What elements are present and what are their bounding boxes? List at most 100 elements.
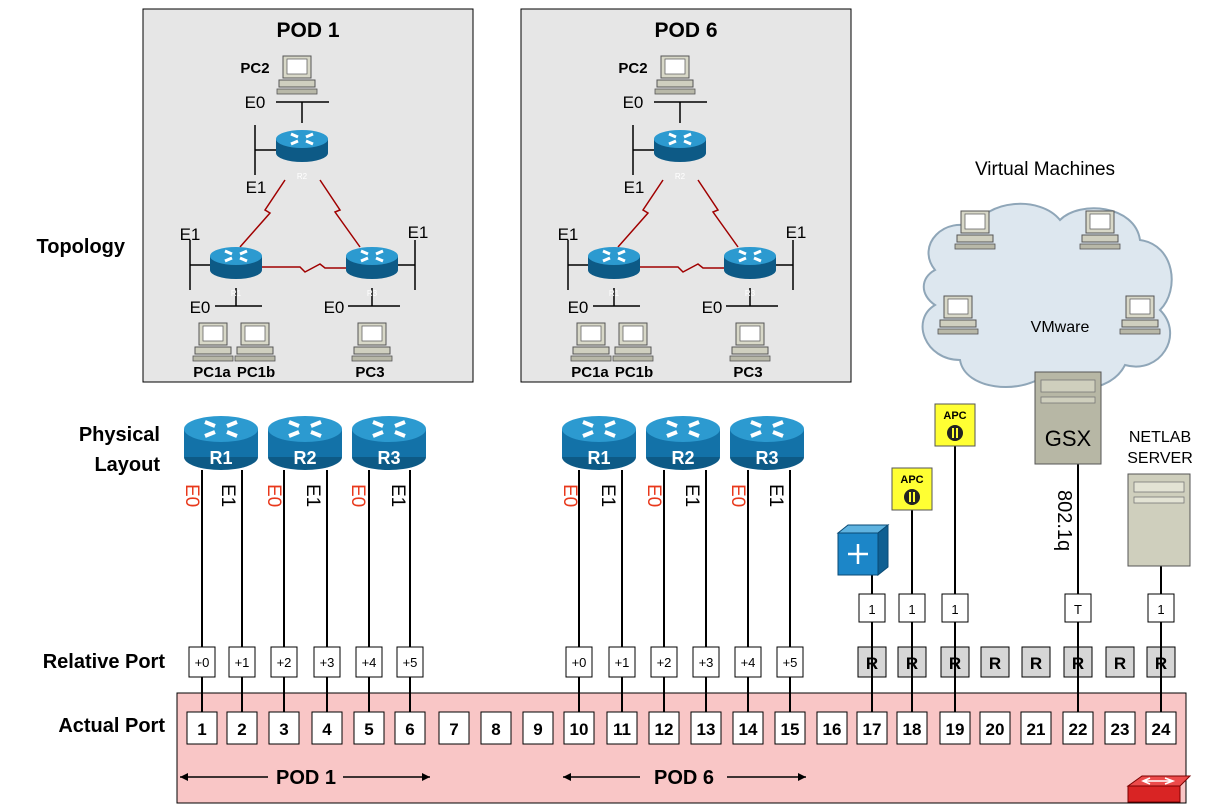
actual-port-box [480,711,512,745]
e1-r1-label: E1 [558,225,579,244]
relative-port-box [692,646,720,678]
pod6-title: POD 6 [654,19,717,42]
pod6-range-label: POD 6 [654,767,714,789]
actual-port-number: 11 [613,720,631,739]
relative-port-label: +1 [615,655,630,670]
actual-port-number: 3 [279,720,288,739]
device-port-label: 1 [1157,602,1164,617]
router-icon-r2 [274,128,330,164]
netlab-label-2: SERVER [1127,450,1193,467]
e0-r3-label: E0 [702,298,723,317]
trunk-label: 802.1q [1053,490,1075,551]
relative-port-box [396,646,424,678]
actual-port-box [563,711,595,745]
netlab-server-icon [1127,473,1191,567]
actual-port-number: 23 [1111,720,1130,739]
relative-port-label: +0 [195,655,210,670]
iface-e0-label: E0 [263,484,284,507]
relative-port-label: +4 [362,655,377,670]
apc-label: APC [943,410,966,422]
router-icon-r1 [208,245,264,281]
e0-r1-label: E0 [568,298,589,317]
e1-r2-label: E1 [246,178,267,197]
actual-port-number: 14 [739,720,758,739]
actual-port-box [816,711,848,745]
reserved-port-label: R [989,654,1001,673]
pod1-range-label: POD 1 [276,767,336,789]
actual-port-box [268,711,300,745]
pc2-label: PC2 [240,60,269,77]
pc1a-label: PC1a [571,364,609,381]
relative-port-box [608,646,636,678]
physical-router-label: R2 [293,448,316,468]
iface-e1-label: E1 [387,484,408,507]
pc1b-label: PC1b [615,364,653,381]
actual-port-number: 24 [1152,720,1171,739]
iface-e1-label: E1 [597,484,618,507]
actual-port-box [1104,711,1136,745]
actual-port-box [1145,711,1177,745]
netlab-label-1: NETLAB [1129,429,1191,446]
actual-port-box [394,711,426,745]
pod1-title: POD 1 [276,19,339,42]
actual-port-number: 4 [322,720,332,739]
router-icon-r1 [586,245,642,281]
actual-port-box [1020,711,1052,745]
relative-port-box [188,646,216,678]
actual-port-number: 2 [237,720,246,739]
actual-port-box [732,711,764,745]
relative-port-label: +2 [657,655,672,670]
actual-port-number: 13 [697,720,716,739]
gsx-label: GSX [1045,426,1092,451]
relative-port-box [565,646,593,678]
actual-port-number: 16 [823,720,842,739]
iface-e0-label: E0 [181,484,202,507]
actual-port-number: 8 [491,720,500,739]
relative-port-box [228,646,256,678]
device-port-box [1147,593,1175,623]
actual-port-number: 7 [449,720,458,739]
actual-port-box [690,711,722,745]
actual-port-box [896,711,928,745]
iface-e0-label: E0 [559,484,580,507]
actual-port-box [522,711,554,745]
actual-port-number: 20 [986,720,1005,739]
device-port-label: T [1074,602,1082,617]
pc1a-label: PC1a [193,364,231,381]
relative-port-box [270,646,298,678]
iface-e0-label: E0 [347,484,368,507]
e0-top-label: E0 [245,93,266,112]
relative-port-box [776,646,804,678]
relative-port-label: +2 [277,655,292,670]
relative-port-box [313,646,341,678]
switch-icon [1126,775,1192,803]
physical-router-label: R1 [587,448,610,468]
router-icon-r2 [652,128,708,164]
router-r2-small-label: R2 [675,172,686,181]
reserved-port-box [980,646,1010,678]
iface-e1-label: E1 [302,484,323,507]
reserved-port-label: R [1030,654,1042,673]
actual-port-box [856,711,888,745]
router-r2-small-label: R2 [297,172,308,181]
e0-r3-label: E0 [324,298,345,317]
actual-port-box [979,711,1011,745]
gsx-server [1034,371,1102,465]
actual-port-box [438,711,470,745]
switch-body [176,692,1187,804]
actual-port-box [353,711,385,745]
router-r3-small-label: R3 [745,289,756,298]
router-icon-r3 [722,245,778,281]
actual-port-number: 10 [570,720,589,739]
relative-port-label: +5 [403,655,418,670]
iface-e1-label: E1 [765,484,786,507]
pod6-range [563,773,806,781]
physical-router-label: R3 [377,448,400,468]
actual-port-number: 1 [197,720,206,739]
reserved-port-label: R [1114,654,1126,673]
actual-port-box [1062,711,1094,745]
actual-port-box [186,711,218,745]
actual-port-number: 12 [655,720,674,739]
pc3-label: PC3 [733,364,762,381]
